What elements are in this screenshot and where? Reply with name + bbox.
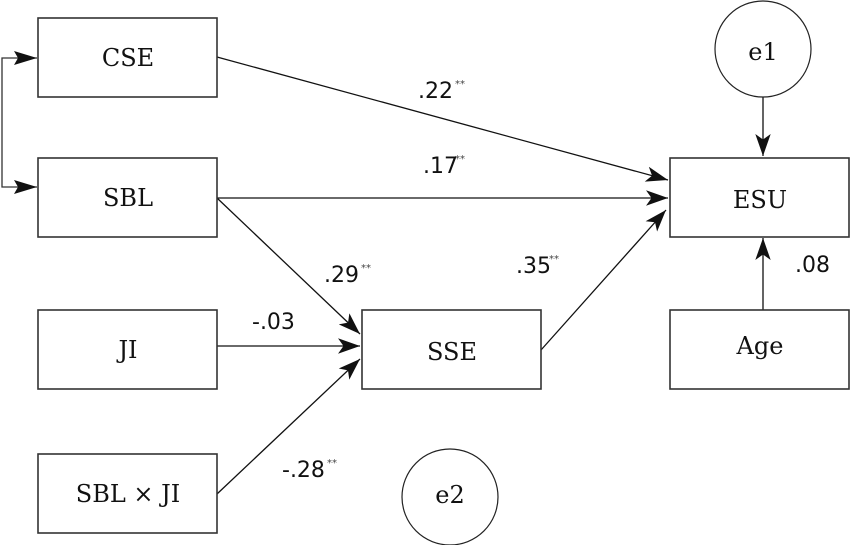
correlation-cse-sbl (1, 51, 37, 194)
node-sse-box (361, 309, 542, 390)
node-sse: SSE (361, 309, 542, 390)
node-e1: e1 (714, 0, 812, 98)
coef-cse-esu-value: .22 (418, 79, 453, 104)
node-age: Age (669, 309, 850, 390)
correlation-bracket (1, 57, 37, 188)
node-cse-box (37, 17, 218, 98)
node-e2-circle (401, 448, 499, 545)
node-e2: e2 (401, 448, 499, 545)
arrowhead-to-sbl (14, 180, 37, 194)
edge-cse-to-esu (216, 56, 669, 182)
node-age-box (669, 309, 850, 390)
arrowhead-to-cse (14, 51, 37, 65)
node-sbl-x-ji-box (37, 453, 218, 534)
coef-sblxji-sse: -.28 ** (282, 458, 337, 483)
coef-sblxji-sse-sig: ** (327, 458, 337, 469)
node-age-label: Age (736, 332, 784, 360)
coef-cse-esu: .22 ** (418, 79, 465, 104)
coef-age-esu-value: .08 (795, 253, 830, 278)
node-esu-box (669, 157, 850, 238)
coef-age-esu: .08 (795, 253, 830, 278)
coef-sbl-sse: .29 ** (324, 263, 371, 288)
node-e2-label: e2 (435, 481, 464, 509)
coef-sbl-esu-value: .17 (423, 154, 458, 179)
coef-sse-esu: .35 ** (516, 254, 559, 279)
coef-sblxji-sse-value: -.28 (282, 458, 325, 483)
node-sbl-x-ji: SBL × JI (37, 453, 218, 534)
edge-sblxji-to-sse (216, 358, 361, 495)
node-ji: JI (37, 309, 218, 390)
coef-sse-esu-value: .35 (516, 254, 551, 279)
node-cse: CSE (37, 17, 218, 98)
node-sbl-label: SBL (103, 184, 153, 212)
coef-sbl-sse-value: .29 (324, 263, 359, 288)
edge-sbl-to-sse (216, 197, 361, 335)
node-ji-label: JI (115, 336, 137, 364)
node-e1-label: e1 (748, 38, 777, 66)
edge-sse-to-esu (540, 209, 667, 351)
coef-sse-esu-sig: ** (549, 254, 559, 265)
coef-sbl-esu: .17 ** (423, 154, 465, 179)
node-esu-label: ESU (733, 186, 787, 214)
node-cse-label: CSE (102, 44, 154, 72)
coef-ji-sse-value: -.03 (252, 310, 295, 335)
coef-ji-sse: -.03 (252, 310, 295, 335)
node-sbl-box (37, 157, 218, 238)
node-ji-box (37, 309, 218, 390)
node-sbl-x-ji-label: SBL × JI (76, 480, 180, 508)
node-sbl: SBL (37, 157, 218, 238)
coef-sbl-sse-sig: ** (361, 263, 371, 274)
coef-cse-esu-sig: ** (455, 79, 465, 90)
node-sse-label: SSE (427, 338, 477, 366)
node-e1-circle (714, 0, 812, 98)
coef-sbl-esu-sig: ** (455, 154, 465, 165)
node-esu: ESU (669, 157, 850, 238)
